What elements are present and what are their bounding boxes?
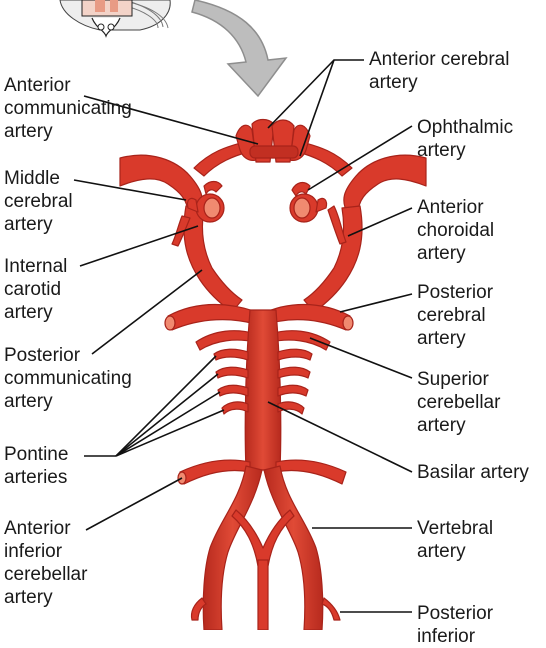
basilar-artery [244, 309, 282, 471]
zoom-arrow [191, 0, 288, 98]
label-posterior-communicating-artery: Posterior communicating artery [4, 345, 132, 412]
label-superior-cerebellar-artery: Superior cerebellar artery [417, 369, 501, 436]
label-anterior-choroidal-artery: Anterior choroidal artery [417, 197, 495, 264]
anterior-choroidal-artery-right [327, 205, 347, 245]
posterior-cerebral-artery-left [167, 303, 263, 331]
label-internal-carotid-artery: Internal carotid artery [4, 256, 68, 323]
pica-left [190, 597, 207, 621]
circle-of-willis-diagram [59, 0, 427, 630]
label-anterior-cerebral-artery: Anterior cerebral artery [369, 49, 510, 93]
ophthalmic-artery-right [291, 181, 311, 197]
aica-right [275, 459, 347, 485]
label-anterior-inferior-cerebellar-artery: Anterior inferior cerebellar artery [4, 518, 88, 608]
label-anterior-communicating-artery: Anterior communicating artery [4, 75, 132, 142]
label-vertebral-artery: Vertebral artery [417, 518, 494, 562]
label-basilar-artery: Basilar artery [417, 462, 529, 483]
leader-lines [73, 59, 413, 613]
label-posterior-cerebral-artery: Posterior cerebral artery [417, 282, 494, 349]
middle-cerebral-artery-right [343, 154, 427, 215]
label-posterior-inferior: Posterior inferior [417, 603, 494, 647]
pontine-arteries [213, 348, 313, 415]
arterial-tree [119, 118, 427, 630]
label-pontine-arteries: Pontine arteries [4, 444, 69, 488]
pica-right [321, 597, 341, 621]
aica-left [179, 459, 251, 485]
label-ophthalmic-artery: Ophthalmic artery [417, 117, 514, 161]
label-middle-cerebral-artery: Middle cerebral artery [4, 168, 73, 235]
ophthalmic-artery-left [203, 180, 223, 195]
brain-thumbnail [59, 0, 171, 38]
